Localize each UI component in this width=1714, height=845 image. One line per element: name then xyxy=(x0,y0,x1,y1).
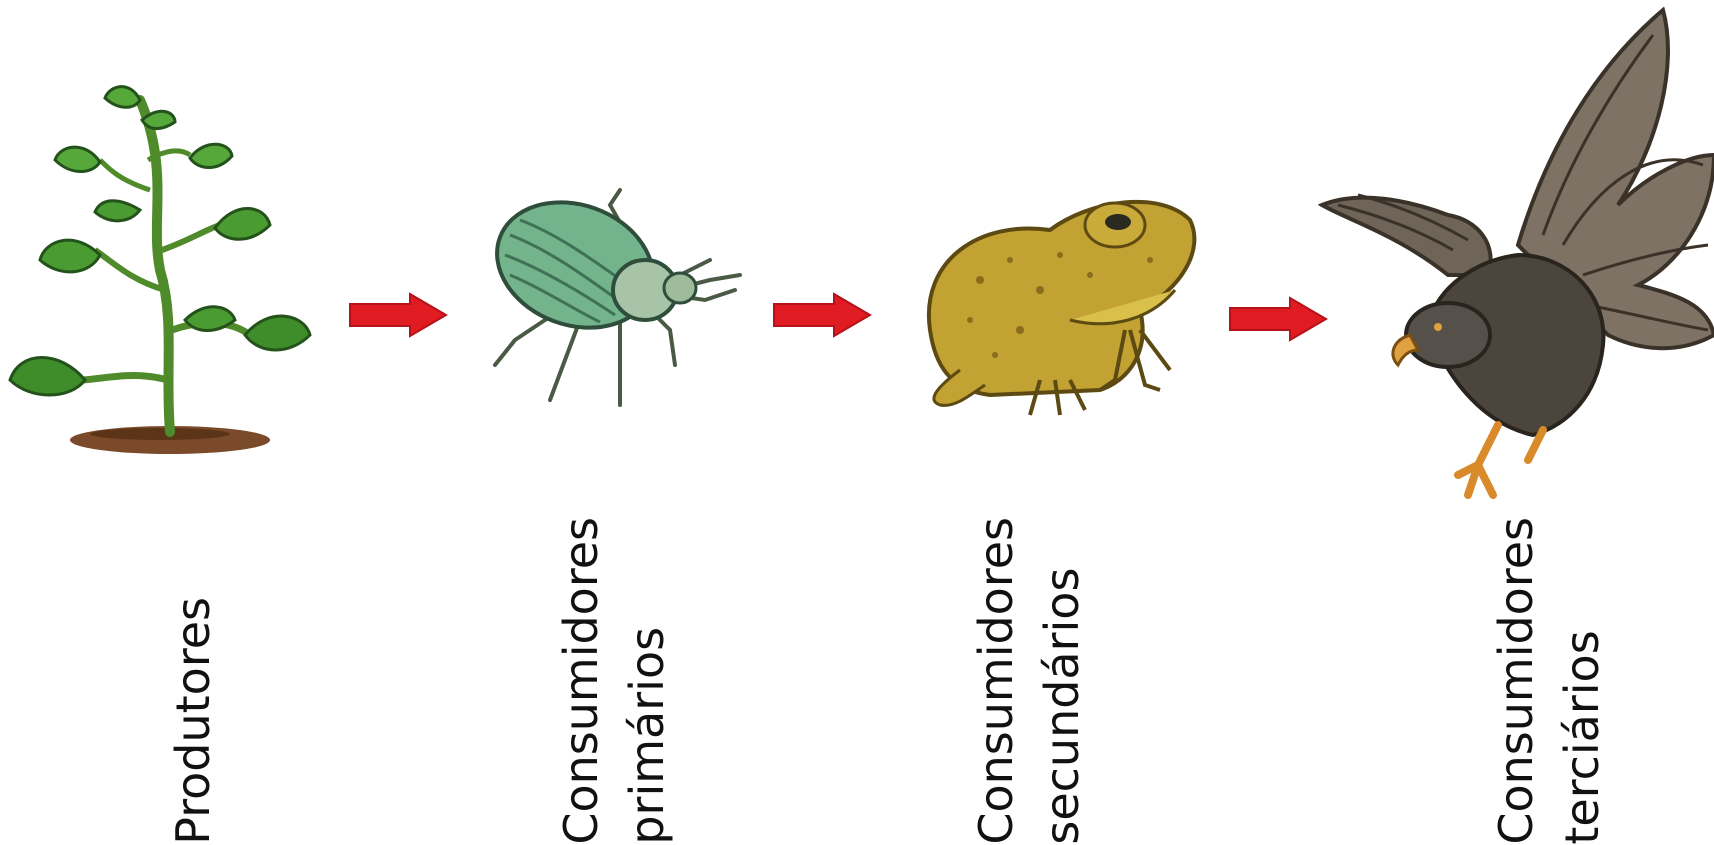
arrow-icon xyxy=(772,292,872,338)
label-line: secundários xyxy=(1029,517,1095,845)
label-line: Consumidores xyxy=(1483,517,1549,845)
stage-label-primary-consumers: Consumidores primários xyxy=(548,525,680,845)
arrow-icon xyxy=(1228,296,1328,342)
beetle-icon xyxy=(470,180,750,420)
arrow-icon xyxy=(348,292,448,338)
label-text: Consumidores primários xyxy=(548,517,680,845)
label-text: Consumidores terciários xyxy=(1483,517,1615,845)
label-text: Produtores xyxy=(160,597,226,845)
label-line: Consumidores xyxy=(963,517,1029,845)
label-line: Consumidores xyxy=(548,517,614,845)
label-line: terciários xyxy=(1549,517,1615,845)
label-line: Produtores xyxy=(160,597,226,845)
stage-label-producers: Produtores xyxy=(160,525,226,845)
label-line: primários xyxy=(614,517,680,845)
stage-label-tertiary-consumers: Consumidores terciários xyxy=(1483,525,1615,845)
toad-icon xyxy=(900,180,1210,420)
plant-icon xyxy=(0,80,320,460)
label-text: Consumidores secundários xyxy=(963,517,1095,845)
eagle-icon xyxy=(1318,5,1714,525)
stage-label-secondary-consumers: Consumidores secundários xyxy=(963,525,1095,845)
